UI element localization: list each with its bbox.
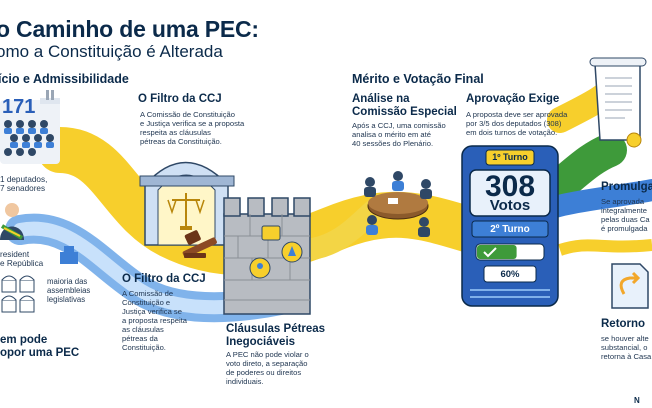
special-committee-text: Após a CCJ, uma comissão analisa o mérit… [352,121,446,148]
stone-wall-icon [223,197,311,315]
clausulas-heading: Cláusulas Pétreas Inegociáveis [226,323,326,348]
initiative-assemblies-text: maioria das assembleias legislativas [47,277,91,304]
page-subtitle: omo a Constituição é Alterada [0,42,223,61]
constitution-scroll-icon [589,57,647,148]
votes-label: Votos [489,197,531,214]
initiative-president-text: resident e República [0,250,44,268]
assembly-buildings-icon [1,246,78,313]
special-committee-heading: Análise na Comissão Especial [352,93,457,118]
president-icon [0,203,24,240]
who-can-propose-heading: em pode opor uma PEC [0,334,80,359]
ccj-bottom-heading: O Filtro da CCJ [122,273,206,285]
promulgation-heading: Promulgaç [601,181,652,193]
vote-counter-panel [461,145,559,307]
second-turn-label: 2º Turno [490,224,530,235]
ccj-top-heading: O Filtro da CCJ [138,93,222,105]
approval-heading: Aprovação Exige [466,93,560,105]
gavel-icon [182,230,217,258]
approval-text: A proposta deve ser aprovada por 3/5 dos… [466,110,568,137]
clausulas-text: A PEC não pode violar o voto direto, a s… [226,350,309,386]
promulgation-text: Se aprovada integralmente pelas duas Ca … [601,197,650,233]
return-heading: Retorno [601,318,646,330]
ccj-top-text: A Comissão de Constituição e Justiça ver… [140,110,245,146]
footer-mark: N [634,396,640,405]
percent-label: 60% [500,269,520,280]
initiative-deputies-text: 1 deputados, 7 senadores [0,175,48,193]
ccj-bottom-text: A Comissão de Constituição e Justiça ver… [122,289,188,352]
section-admissibility-heading: ício e Admissibilidade [0,72,129,86]
return-document-icon [611,263,649,309]
votes-number: 308 [484,170,536,203]
committee-table-icon [364,171,432,237]
section-merit-heading: Mérito e Votação Final [352,72,484,86]
return-text: se houver alte substancial, o retorna à … [601,334,652,361]
deputies-crowd-icon [0,100,60,164]
approval-progress-fill [477,245,517,259]
congress-icon [40,90,60,104]
page-title: o Caminho de uma PEC: [0,16,259,42]
deputies-count: 171 [2,96,36,118]
ccj-arch-icon [139,161,235,246]
first-turn-label: 1º Turno [492,152,528,162]
